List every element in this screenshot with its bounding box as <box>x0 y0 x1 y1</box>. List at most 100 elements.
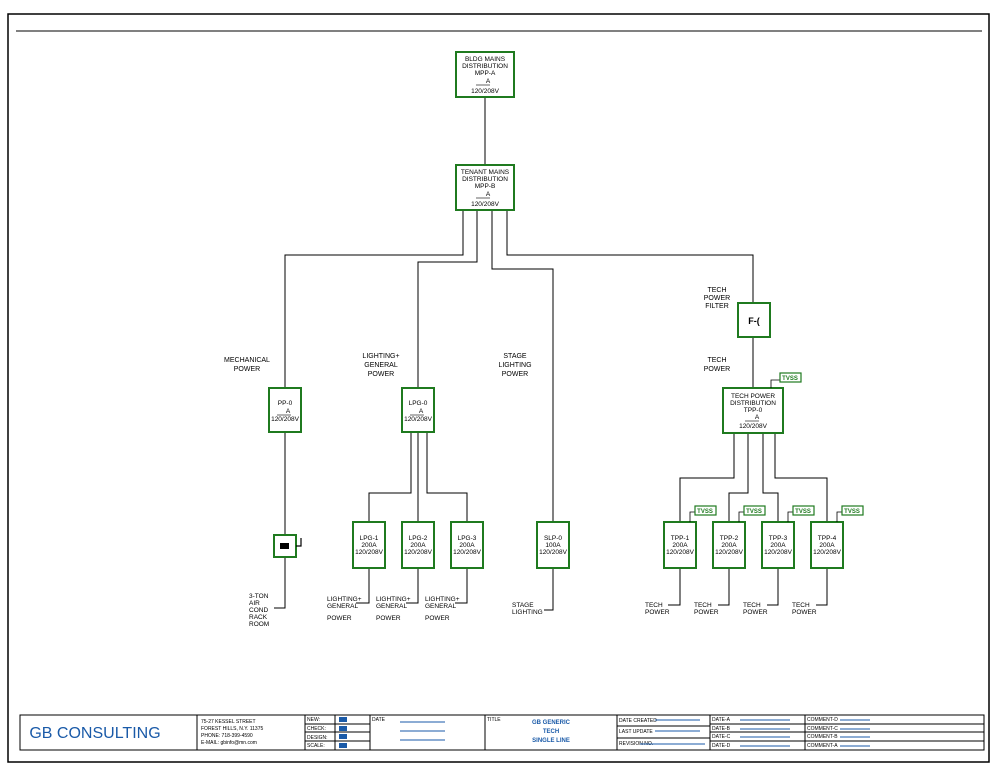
svg-text:LIGHTING+: LIGHTING+ <box>327 596 362 603</box>
panel-text: 200A <box>361 542 377 549</box>
svg-text:AIR: AIR <box>249 600 260 607</box>
label-stage: POWER <box>502 371 528 378</box>
panel-tpp-2[interactable]: TPP-2 200A 120/208V <box>712 521 746 569</box>
label-lighting: POWER <box>368 371 394 378</box>
svg-text:RACK: RACK <box>249 614 268 621</box>
svg-text:COMMENT-C: COMMENT-C <box>807 726 838 732</box>
panel-slp-0[interactable]: SLP-0 100A 120/208V <box>536 521 570 569</box>
panel-text: 120/208V <box>813 549 841 556</box>
panel-text: DISTRIBUTION <box>462 63 508 70</box>
panel-pp-0[interactable]: PP-0 A 120/208V <box>268 387 302 433</box>
address-line: FOREST HILLS, N.Y. 11375 <box>201 726 263 732</box>
panel-text: 100A <box>545 542 561 549</box>
svg-text:POWER: POWER <box>694 609 719 616</box>
panel-text: DISTRIBUTION <box>462 176 508 183</box>
panel-tpp-0[interactable]: TECH POWER DISTRIBUTION TPP-0 A 120/208V <box>722 387 784 434</box>
svg-text:GENERAL: GENERAL <box>376 603 407 610</box>
title-block: GB CONSULTING 75-27 KESSEL STREET FOREST… <box>19 714 985 751</box>
panel-text: PP-0 <box>278 400 293 407</box>
panel-text: TPP-3 <box>769 535 788 542</box>
lp-output-labels: LIGHTING+ GENERAL POWER LIGHTING+ GENERA… <box>327 596 543 622</box>
svg-text:DATE: DATE <box>372 717 386 723</box>
hvac-disconnect[interactable] <box>273 534 302 558</box>
svg-text:GENERAL: GENERAL <box>425 603 456 610</box>
panel-text: 200A <box>410 542 426 549</box>
panel-lpg-0[interactable]: LPG-0 A 120/208V <box>401 387 435 433</box>
panel-text: 120/208V <box>271 416 299 423</box>
panel-text: 120/208V <box>453 549 481 556</box>
panel-text: 120/208V <box>471 88 499 95</box>
label-tech-filter: TECH <box>707 287 726 294</box>
panel-text: LPG-3 <box>458 535 477 542</box>
label-mechanical: POWER <box>234 366 260 373</box>
panel-mpp-b[interactable]: TENANT MAINS DISTRIBUTION MPP-B A 120/20… <box>455 164 515 211</box>
svg-text:TVSS: TVSS <box>782 376 798 382</box>
tvss-tags: TVSS TVSS TVSS TVSS <box>689 505 864 522</box>
svg-text:POWER: POWER <box>743 609 768 616</box>
svg-text:REVISION NO.: REVISION NO. <box>619 741 653 747</box>
svg-text:TVSS: TVSS <box>844 509 860 515</box>
svg-text:POWER: POWER <box>645 609 670 616</box>
panel-lpg-1[interactable]: LPG-1 200A 120/208V <box>352 521 386 569</box>
svg-text:COND: COND <box>249 607 268 614</box>
panel-text: LPG-0 <box>409 400 428 407</box>
svg-text:LIGHTING+: LIGHTING+ <box>376 596 411 603</box>
svg-text:LIGHTING+: LIGHTING+ <box>425 596 460 603</box>
panel-text: TPP-2 <box>720 535 739 542</box>
panel-text: LPG-1 <box>360 535 379 542</box>
svg-text:DATE CREATED: DATE CREATED <box>619 718 657 724</box>
panel-text: A <box>419 408 424 415</box>
panel-text: TECH POWER <box>731 393 775 400</box>
svg-text:POWER: POWER <box>327 615 352 622</box>
svg-text:DATE-B: DATE-B <box>712 726 731 732</box>
panel-text: 200A <box>819 542 835 549</box>
panel-text: 200A <box>770 542 786 549</box>
svg-text:TECH: TECH <box>792 602 810 609</box>
tpp-output-labels: TECH POWER TECH POWER TECH POWER TECH PO… <box>645 602 817 616</box>
panel-text: 120/208V <box>404 549 432 556</box>
label-stage: STAGE <box>503 353 527 360</box>
svg-text:CHECK:: CHECK: <box>307 726 326 732</box>
panel-text: BLDG MAINS <box>465 56 506 63</box>
wires <box>274 97 828 611</box>
svg-text:DATE-D: DATE-D <box>712 743 731 749</box>
branch-labels: MECHANICAL POWER LIGHTING+ GENERAL POWER… <box>224 287 730 378</box>
tech-power-filter[interactable]: F-( <box>737 302 771 338</box>
svg-text:GENERAL: GENERAL <box>327 603 358 610</box>
svg-text:LIGHTING: LIGHTING <box>512 609 543 616</box>
svg-text:COMMENT-B: COMMENT-B <box>807 734 838 740</box>
company-name: GB CONSULTING <box>29 725 160 742</box>
svg-text:LAST UPDATE: LAST UPDATE <box>619 729 653 735</box>
svg-text:3-TON: 3-TON <box>249 593 269 600</box>
panel-tpp-3[interactable]: TPP-3 200A 120/208V <box>761 521 795 569</box>
svg-text:DATE-C: DATE-C <box>712 734 731 740</box>
panel-text: TPP-0 <box>744 407 763 414</box>
panel-lpg-3[interactable]: LPG-3 200A 120/208V <box>450 521 484 569</box>
panel-text: 200A <box>459 542 475 549</box>
panel-tpp-1[interactable]: TPP-1 200A 120/208V <box>663 521 697 569</box>
panel-text: 120/208V <box>666 549 694 556</box>
panel-text: TPP-1 <box>671 535 690 542</box>
svg-text:POWER: POWER <box>792 609 817 616</box>
label-lighting: GENERAL <box>364 362 398 369</box>
panel-text: SLP-0 <box>544 535 562 542</box>
drawing-title: TECH <box>543 729 559 735</box>
svg-text:TECH: TECH <box>743 602 761 609</box>
svg-text:SCALE:: SCALE: <box>307 743 325 749</box>
panel-text: MPP-B <box>475 183 496 190</box>
svg-text:TECH: TECH <box>645 602 663 609</box>
label-lighting: LIGHTING+ <box>362 353 399 360</box>
svg-text:COMMENT-A: COMMENT-A <box>807 743 838 749</box>
panel-tpp-4[interactable]: TPP-4 200A 120/208V <box>810 521 844 569</box>
svg-text:DATE-A: DATE-A <box>712 717 731 723</box>
svg-text:NEW:: NEW: <box>307 717 320 723</box>
address-line: 75-27 KESSEL STREET <box>201 719 256 725</box>
svg-text:TECH: TECH <box>694 602 712 609</box>
label-tech-filter: FILTER <box>705 303 729 310</box>
panel-lpg-2[interactable]: LPG-2 200A 120/208V <box>401 521 435 569</box>
panel-mpp-a[interactable]: BLDG MAINS DISTRIBUTION MPP-A A 120/208V <box>455 51 515 98</box>
panel-text: 120/208V <box>764 549 792 556</box>
panel-text: 120/208V <box>404 416 432 423</box>
address-line: E-MAIL: gbinfo@mn.com <box>201 740 257 746</box>
